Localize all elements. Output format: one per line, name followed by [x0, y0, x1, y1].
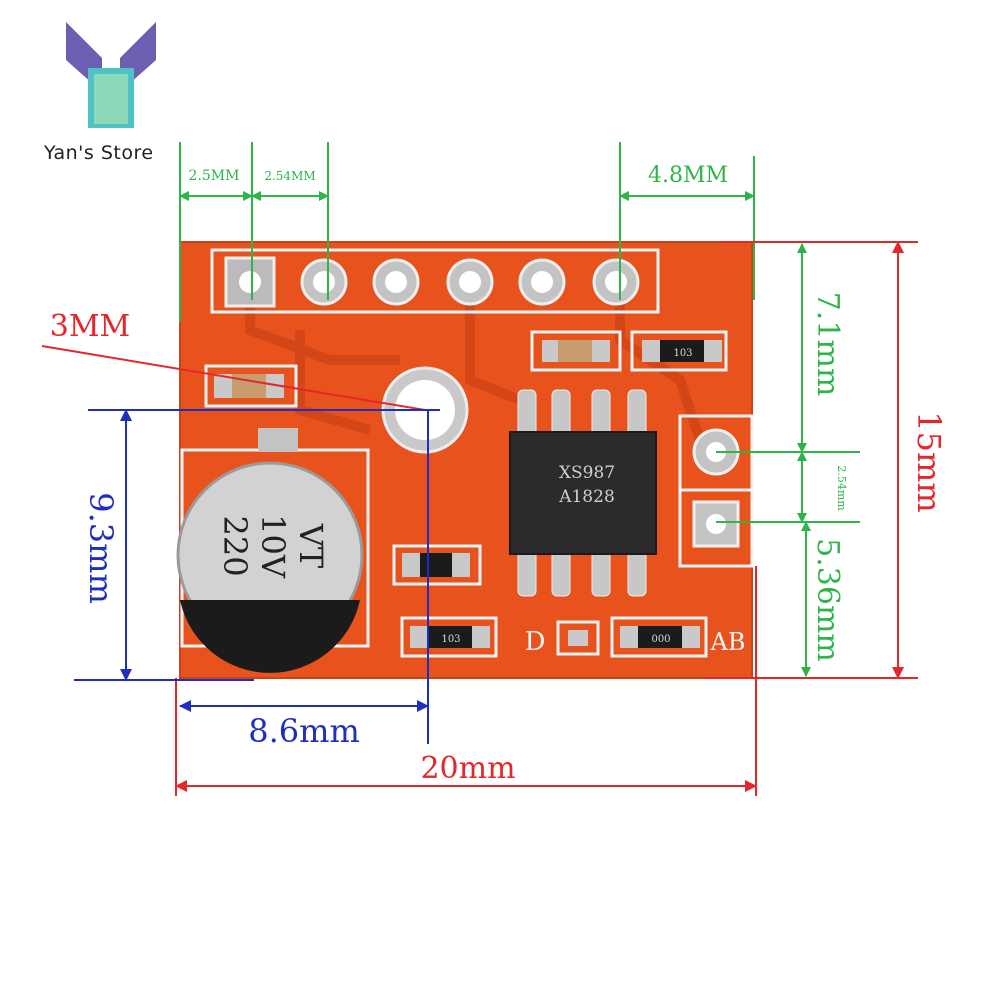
- capacitor-text-1: 220: [216, 515, 254, 576]
- chip-text-line1: XS987: [559, 463, 615, 483]
- smd-resistor-103-bottom: 103: [400, 616, 498, 658]
- header-pin-1-square: [224, 256, 276, 308]
- dim-label-hole-diameter: 3MM: [50, 309, 131, 344]
- header-pin-2: [300, 258, 348, 306]
- header-pin-3: [372, 258, 420, 306]
- store-name: Yan's Store: [44, 142, 154, 164]
- output-pad-square: [692, 500, 740, 548]
- dim-label-hole-from-left: 8.6mm: [248, 712, 360, 750]
- header-pin-5: [518, 258, 566, 306]
- green-dimensions: [179, 142, 860, 677]
- ic-chip: XS987 A1828: [509, 389, 657, 597]
- dim-label-hole-to-bottom: 9.3mm: [82, 492, 120, 604]
- store-logo-icon: [66, 22, 156, 128]
- dim-label-top-to-pad: 7.1mm: [810, 292, 845, 397]
- output-pad-group: [678, 414, 754, 568]
- silk-label-d: D: [525, 627, 546, 657]
- dim-label-board-height: 15mm: [910, 411, 948, 512]
- dim-label-pin-pitch-a: 2.5MM: [189, 168, 240, 184]
- chip-text-line2: A1828: [558, 487, 615, 507]
- smd-resistor-000: 000: [610, 616, 708, 658]
- smd-cap-top: [530, 330, 622, 372]
- silk-label-ab: AB: [710, 628, 746, 656]
- smd-resistor-103-top: 103: [630, 330, 728, 372]
- resistor-label: 000: [651, 634, 670, 645]
- resistor-label: 103: [673, 348, 692, 359]
- smd-cap-middle: [392, 544, 482, 586]
- header-pin-6: [592, 258, 640, 306]
- resistor-label: 103: [441, 634, 460, 645]
- header-pin-row: [210, 248, 660, 314]
- dim-label-pad-pitch: 2.54mm: [835, 465, 848, 511]
- dim-label-pad-to-bottom: 5.36mm: [810, 538, 845, 662]
- capacitor-text-3: VT: [292, 523, 330, 569]
- dim-label-right-offset: 4.8MM: [648, 163, 728, 188]
- red-dimensions: [41, 241, 918, 796]
- jumper-pad: [556, 620, 600, 656]
- smd-cap-left: [204, 364, 298, 408]
- electrolytic-capacitor: 220 10V VT: [176, 428, 370, 673]
- capacitor-text-2: 10V: [254, 514, 292, 579]
- blue-dimensions: [74, 409, 440, 744]
- dim-label-pin-pitch-b: 2.54MM: [264, 169, 315, 183]
- header-pin-4: [446, 258, 494, 306]
- dim-label-board-width: 20mm: [420, 751, 515, 786]
